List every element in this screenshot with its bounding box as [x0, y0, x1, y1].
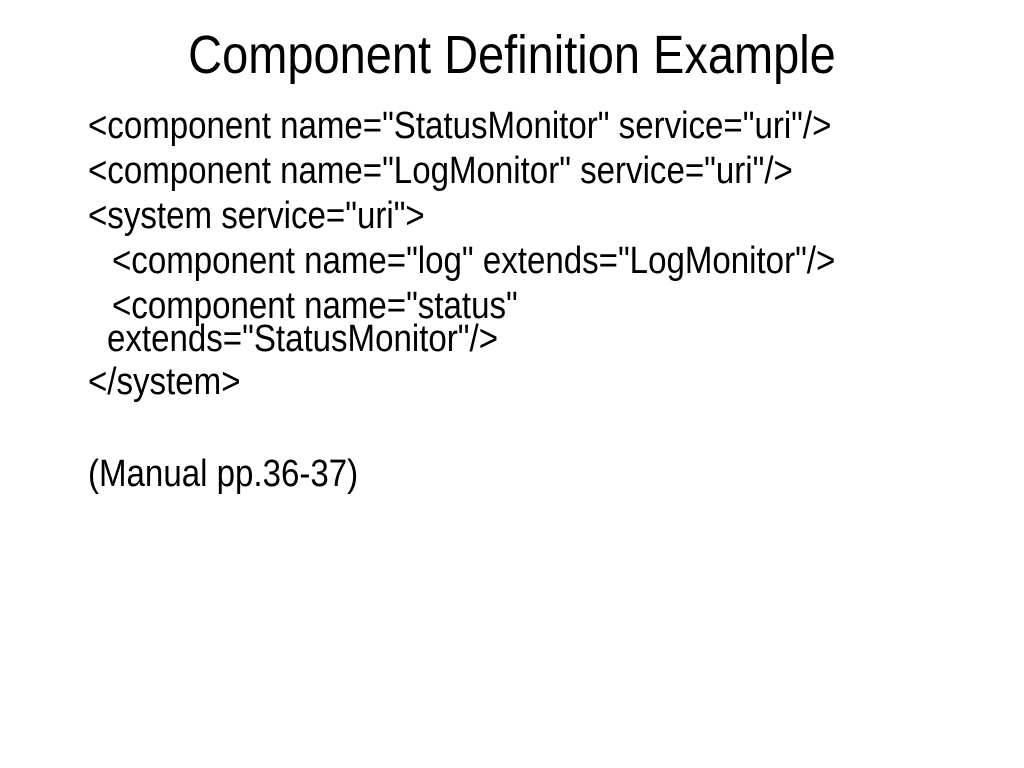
code-line-extends-statusmonitor: extends="StatusMonitor"/> [107, 318, 499, 360]
slide-title: Component Definition Example [188, 25, 836, 85]
code-line-component-logmonitor: <component name="LogMonitor" service="ur… [88, 150, 793, 192]
slide-body: <component name="StatusMonitor" service=… [88, 104, 988, 497]
manual-page-reference: (Manual pp.36-37) [88, 453, 359, 495]
code-line-component-statusmonitor: <component name="StatusMonitor" service=… [88, 105, 832, 147]
code-line-system-open: <system service="uri"> [88, 195, 425, 237]
code-line-system-close: </system> [88, 361, 241, 403]
code-line-component-status: <component name="status" [112, 285, 518, 327]
code-line-component-log: <component name="log" extends="LogMonito… [112, 240, 836, 282]
